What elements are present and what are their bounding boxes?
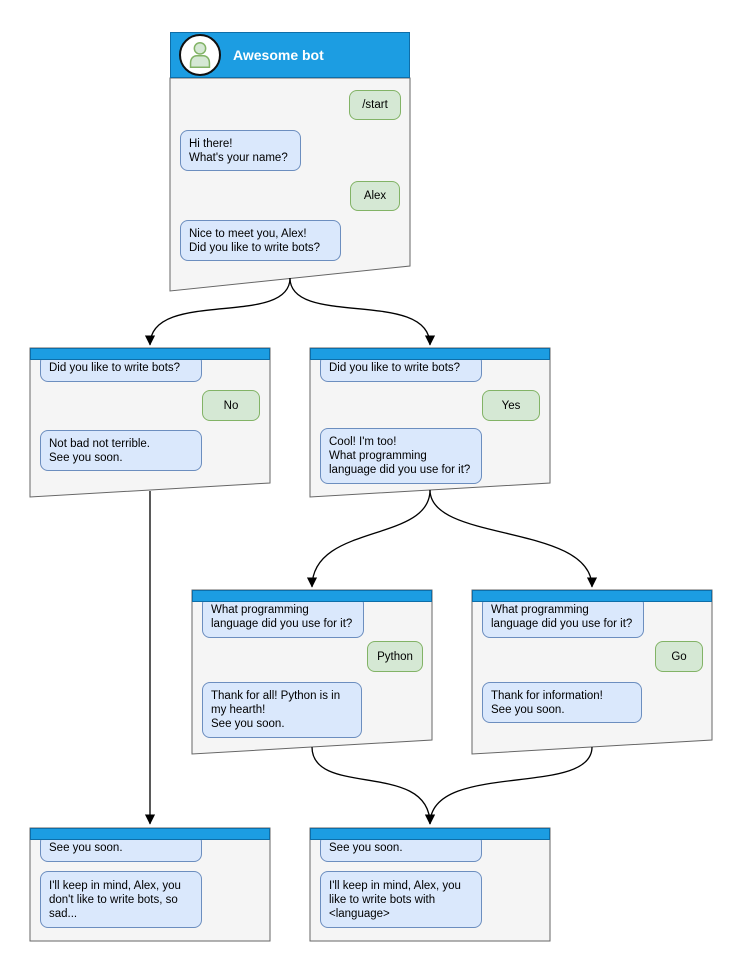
window-header-start: Awesome bot [170, 32, 410, 78]
window-titlebar-end-no [30, 828, 270, 840]
edge-python-to-end-yes [311, 746, 436, 825]
message-bubble-user: No [202, 390, 260, 421]
window-titlebar-branch-python [192, 590, 432, 602]
message-bubble-bot: Not bad not terrible. See you soon. [40, 430, 202, 471]
message-bubble-user: Go [655, 641, 703, 672]
message-bubble-bot: Cool! I'm too! What programming language… [320, 428, 482, 484]
message-bubble-bot: I'll keep in mind, Alex, you don't like … [40, 871, 202, 928]
edge-go-to-end-yes [424, 746, 593, 825]
message-bubble-user: Python [367, 641, 423, 672]
person-icon [189, 41, 211, 69]
message-bubble-bot: Nice to meet you, Alex! Did you like to … [180, 220, 341, 261]
message-bubble-user: Yes [482, 390, 540, 421]
window-titlebar-branch-yes [310, 348, 550, 360]
message-bubble-bot: Hi there! What's your name? [180, 130, 301, 171]
edge-branch-yes-to-go [429, 489, 598, 588]
bot-avatar [179, 34, 221, 76]
window-titlebar-branch-go [472, 590, 712, 602]
message-bubble-user: /start [349, 90, 401, 120]
window-titlebar-branch-no [30, 348, 270, 360]
message-bubble-bot: Thank for information! See you soon. [482, 682, 642, 723]
message-bubble-bot: What programming language did you use fo… [482, 596, 644, 638]
window-titlebar-end-yes [310, 828, 550, 840]
edge-start-to-branch-no [144, 277, 291, 346]
message-bubble-bot: I'll keep in mind, Alex, you like to wri… [320, 871, 482, 928]
message-bubble-user: Alex [350, 181, 400, 211]
edge-branch-yes-to-python [306, 489, 431, 588]
message-bubble-bot: What programming language did you use fo… [202, 596, 364, 638]
window-title: Awesome bot [233, 47, 324, 63]
message-bubble-bot: Thank for all! Python is in my hearth! S… [202, 682, 362, 738]
edge-start-to-branch-yes [289, 277, 436, 346]
